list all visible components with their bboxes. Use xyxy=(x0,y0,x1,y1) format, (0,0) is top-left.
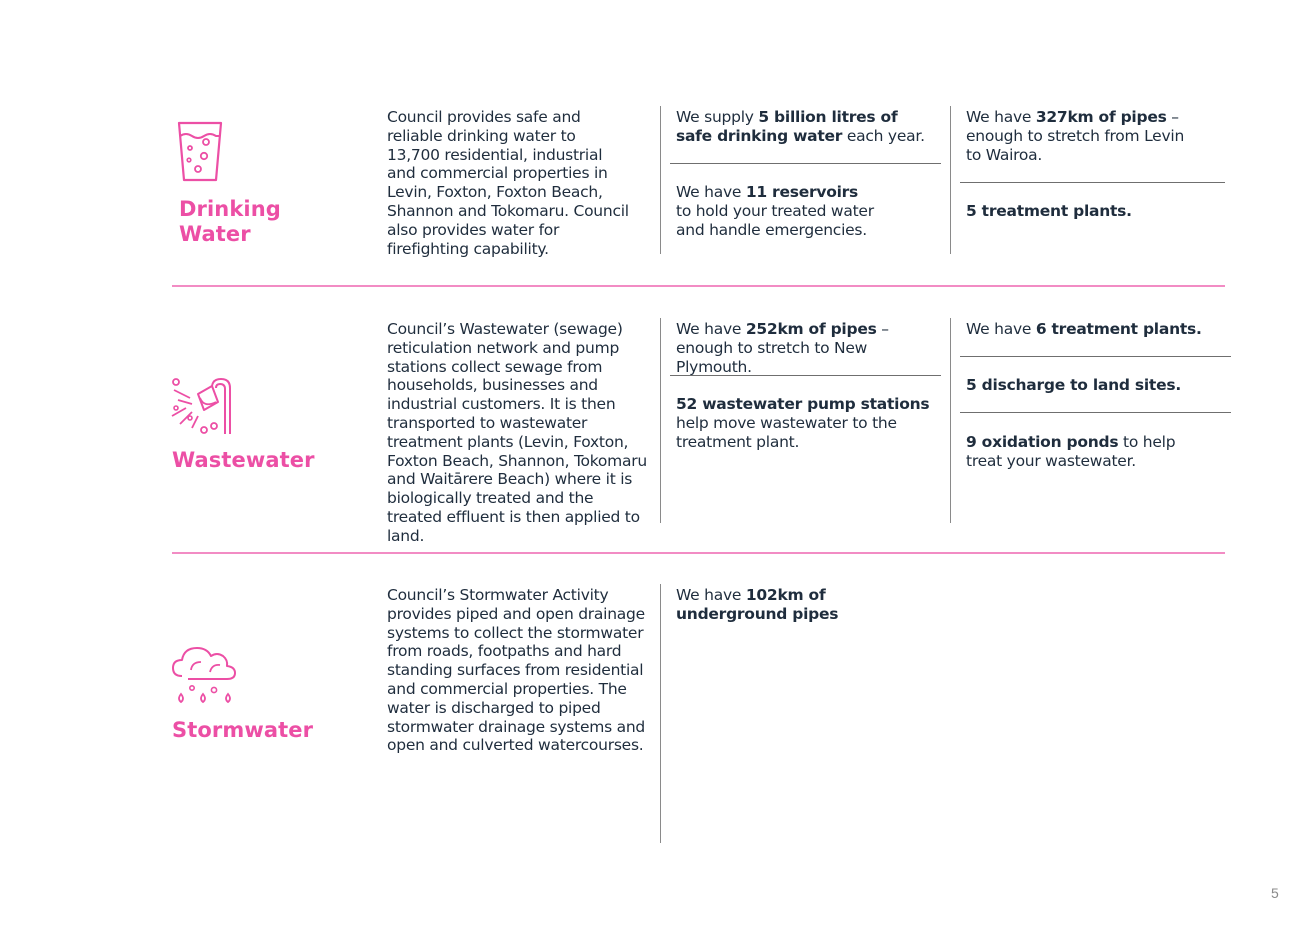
section-title-wastewater: Wastewater xyxy=(172,448,315,472)
stormwater-icon xyxy=(170,640,238,708)
stat-drinking-treatment-plants: 5 treatment plants. xyxy=(966,202,1132,220)
stat-reservoirs: We have 11 reservoirs to hold your treat… xyxy=(676,183,874,239)
column-divider xyxy=(660,318,661,523)
column-divider xyxy=(950,106,951,254)
stat-oxidation-ponds: 9 oxidation ponds to help treat your was… xyxy=(966,433,1176,470)
wastewater-description: Council’s Wastewater (sewage) reticulati… xyxy=(387,320,647,545)
stat-divider xyxy=(960,182,1225,183)
stat-divider xyxy=(670,163,941,164)
stat-wastewater-pipes: We have 252km of pipes – enough to stret… xyxy=(676,320,889,376)
title-line-1: Drinking xyxy=(179,197,281,221)
stat-drinking-water-supply: We supply 5 billion litres of safe drink… xyxy=(676,108,925,145)
section-title-drinking-water: Drinking Water xyxy=(179,197,281,247)
wastewater-icon xyxy=(170,376,232,436)
stat-divider xyxy=(960,412,1231,413)
stat-wastewater-treatment-plants: We have 6 treatment plants. xyxy=(966,320,1202,338)
stat-discharge-sites: 5 discharge to land sites. xyxy=(966,376,1181,394)
drinking-water-description: Council provides safe and reliable drink… xyxy=(387,108,629,258)
stat-divider xyxy=(670,375,941,376)
stat-drinking-pipes: We have 327km of pipes – enough to stret… xyxy=(966,108,1185,164)
column-divider xyxy=(660,106,661,254)
rain-cloud-icon xyxy=(172,647,236,704)
column-divider xyxy=(660,584,661,843)
stat-divider xyxy=(960,356,1231,357)
water-glass-icon xyxy=(177,121,223,182)
stat-pump-stations: 52 wastewater pump stations help move wa… xyxy=(676,395,930,451)
section-title-stormwater: Stormwater xyxy=(172,718,314,742)
stat-stormwater-pipes: We have 102km of underground pipes xyxy=(676,586,839,623)
section-divider xyxy=(172,285,1225,287)
section-divider xyxy=(172,552,1225,554)
title-line-2: Water xyxy=(179,222,251,246)
stormwater-description: Council’s Stormwater Activity provides p… xyxy=(387,586,646,755)
column-divider xyxy=(950,318,951,523)
drinking-water-icon xyxy=(176,120,224,184)
shower-icon xyxy=(171,377,231,434)
page-number: 5 xyxy=(1271,885,1279,901)
